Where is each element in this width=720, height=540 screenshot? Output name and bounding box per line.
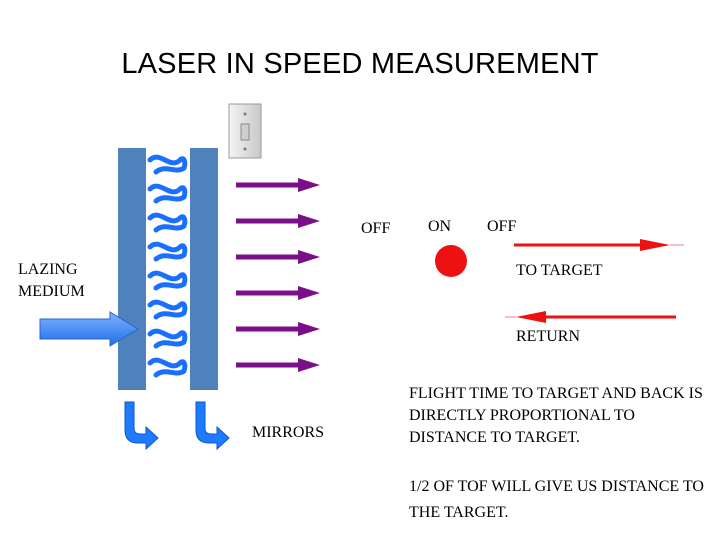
mirror-right [190,148,218,390]
wave-squiggle [147,328,188,349]
to-target-label: TO TARGET [516,262,603,279]
wave-squiggle [147,183,188,204]
half-tof-text: 1/2 OF TOF WILL GIVE US DISTANCE TO THE … [409,478,704,521]
off-label-left: OFF [361,220,391,237]
beam-arrows [236,178,320,372]
wave-squiggle [147,241,188,262]
lazing-medium-label: LAZING MEDIUM [18,261,85,300]
beam-arrow [236,250,320,264]
beam-arrow [236,358,320,372]
on-indicator-dot [435,245,467,277]
beam-arrow [236,286,320,300]
wave-squiggle [147,212,188,233]
on-label: ON [428,218,452,235]
return-pulse [505,311,676,323]
off-label-right: OFF [487,218,517,235]
curved-arrow-right [195,401,230,451]
flight-time-text: FLIGHT TIME TO TARGET AND BACK IS DIRECT… [409,385,703,446]
input-arrow [39,311,139,347]
mirror-left [118,148,146,390]
mirrors-label: MIRRORS [252,424,325,441]
beam-arrow [236,322,320,336]
beam-arrow [236,214,320,228]
light-switch-icon [228,103,262,159]
beam-arrow [236,178,320,192]
lazing-waves [147,154,188,378]
return-label: RETURN [516,328,580,345]
wave-squiggle [147,154,188,175]
wave-squiggle [147,357,188,378]
curved-arrow-left [124,401,159,451]
to-target-pulse [514,239,684,251]
wave-squiggle [147,299,188,320]
page-title: LASER IN SPEED MEASUREMENT [121,48,599,80]
wave-squiggle [147,270,188,291]
